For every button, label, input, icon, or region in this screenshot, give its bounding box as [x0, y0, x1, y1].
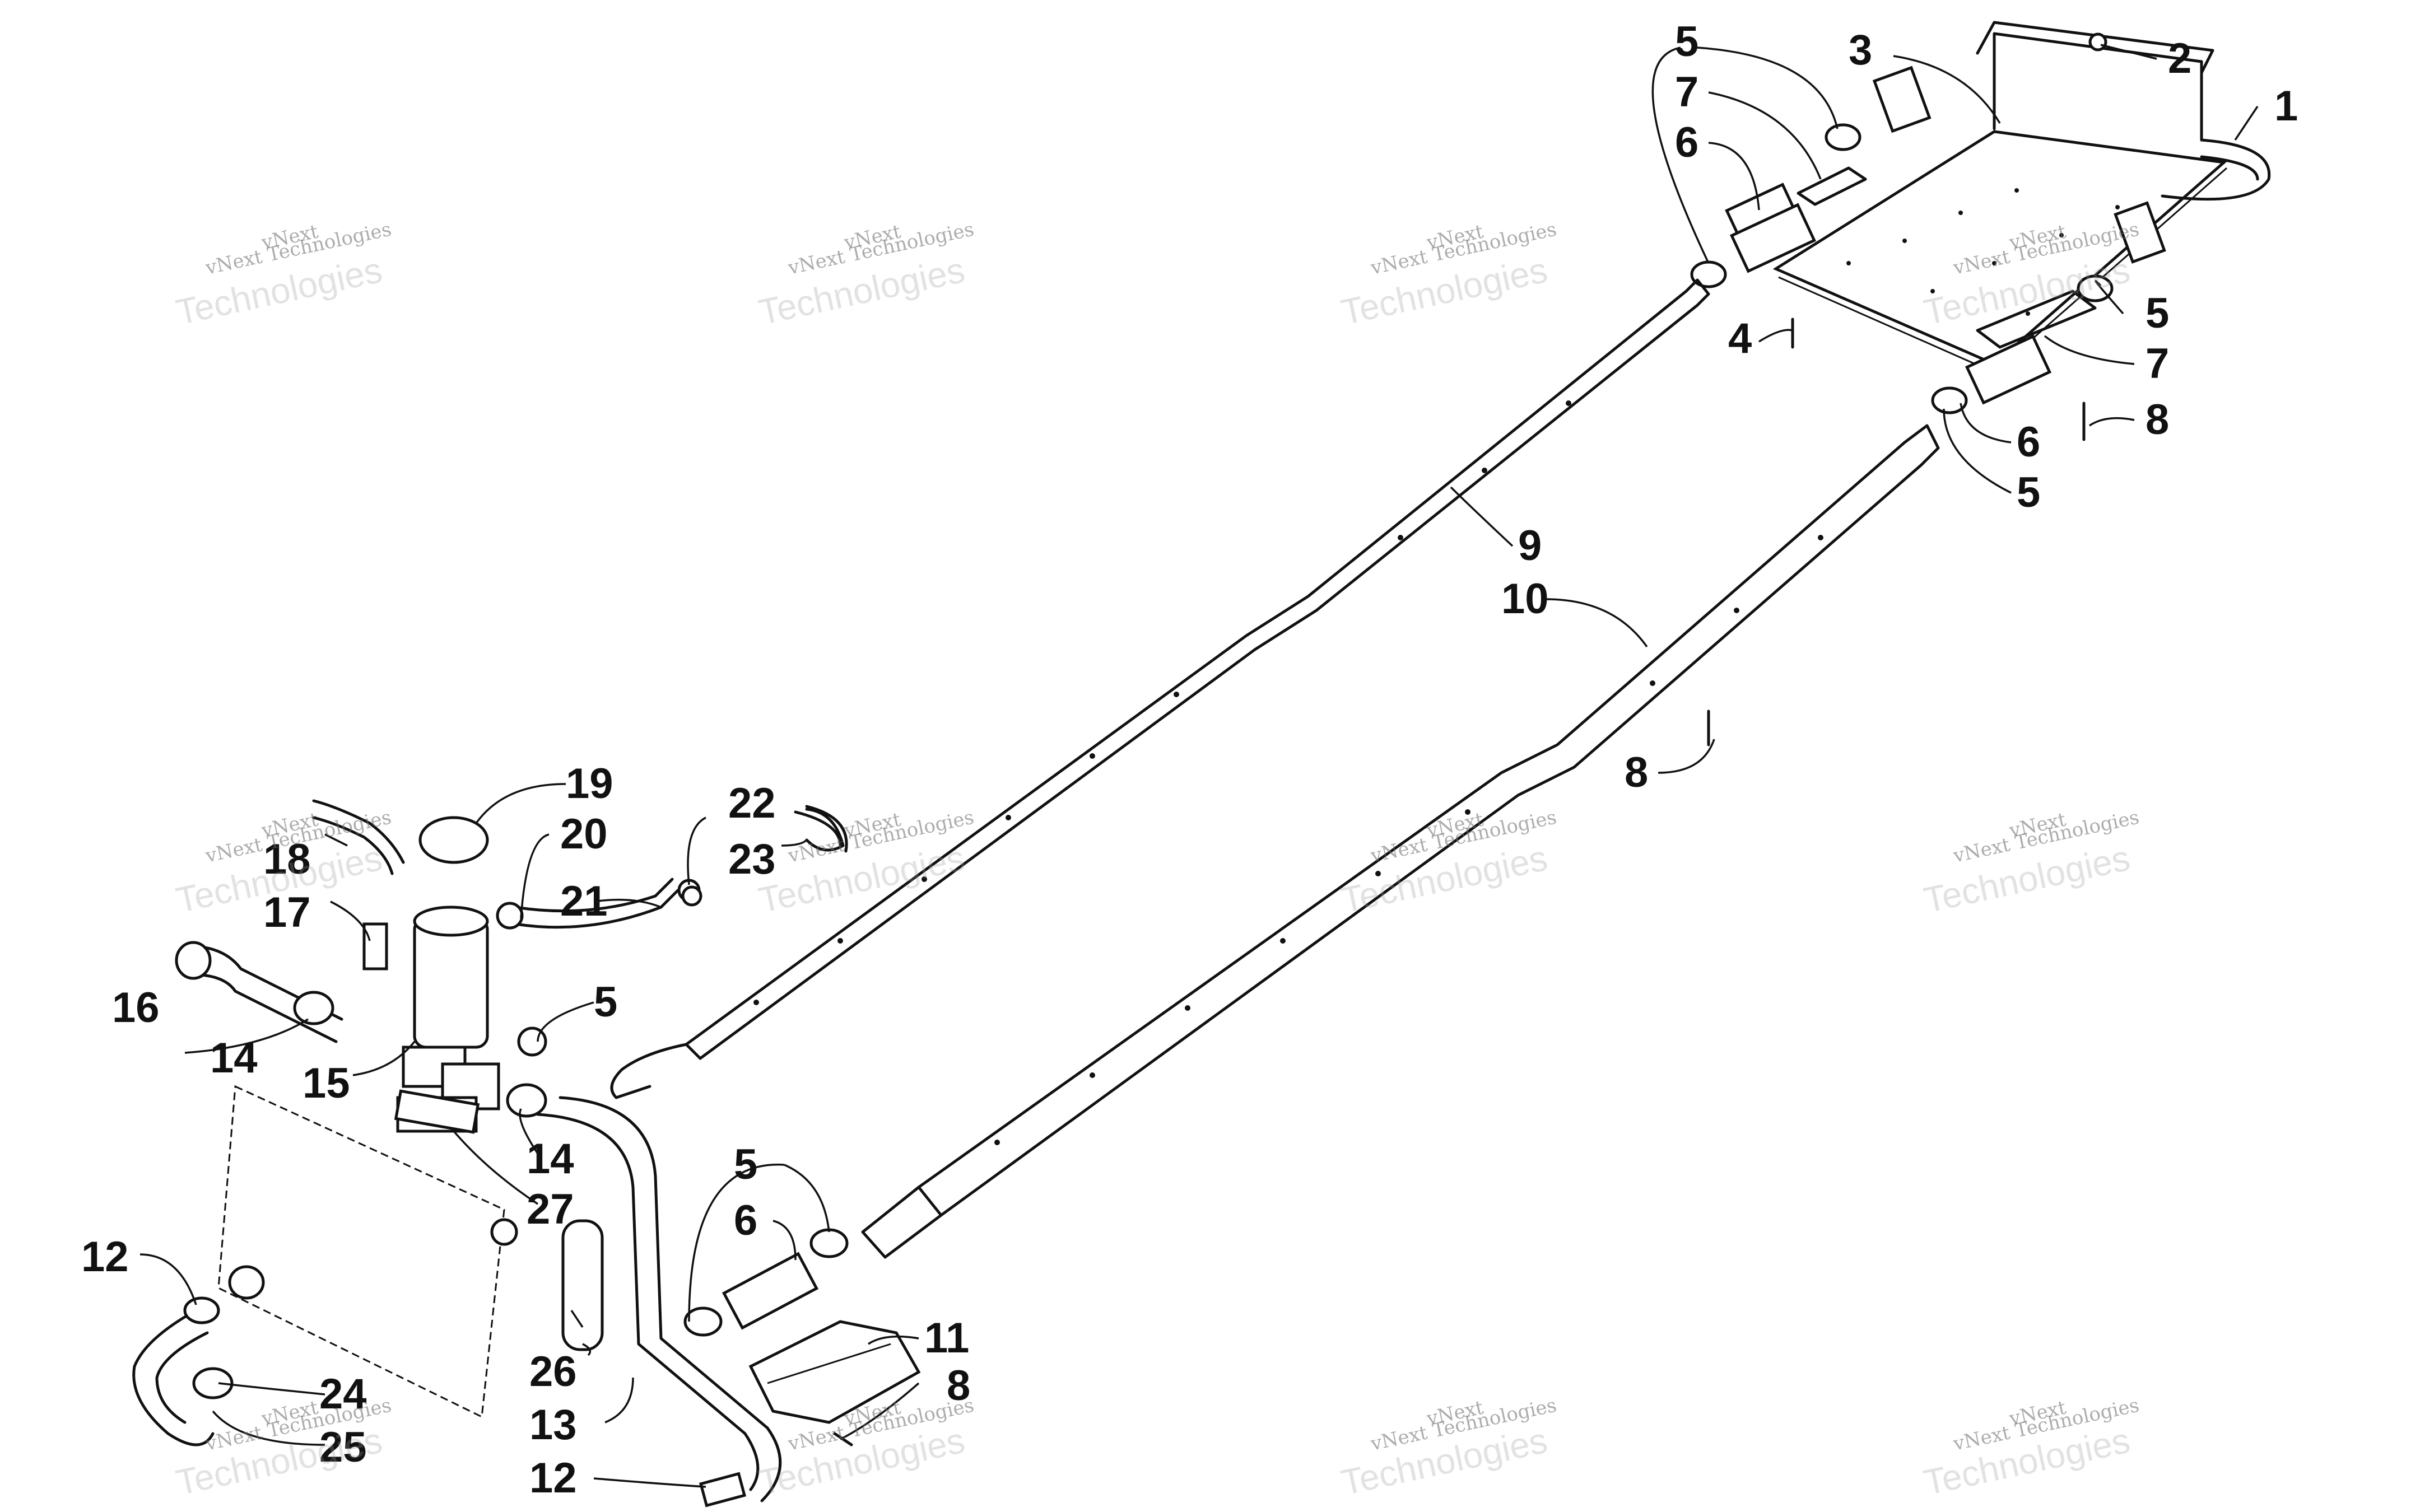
upper-right-hose-assembly [1931, 274, 2114, 441]
callout-3: 3 [1849, 26, 1872, 74]
callout-13: 13 [529, 1401, 577, 1449]
callout-18: 18 [263, 836, 311, 883]
callout-labels: 1 2 3 4 5 7 6 5 7 8 6 5 9 10 8 5 6 11 8 … [81, 18, 2298, 1502]
front-hose-13 [536, 1096, 782, 1508]
callout-7-upper-a: 7 [1675, 68, 1698, 116]
leader-lines [139, 44, 2259, 1488]
hose-clip-23 [805, 808, 845, 852]
callout-12-a: 12 [81, 1233, 129, 1281]
callout-12-b: 12 [529, 1454, 577, 1502]
callout-8-lower: 8 [947, 1362, 970, 1410]
callout-24: 24 [319, 1370, 367, 1418]
coolant-bottle-assembly [312, 799, 848, 1133]
watermarks: vNext Technologies Technologies vNext vN… [173, 218, 2141, 1502]
callout-5-upper-b: 5 [2146, 290, 2169, 337]
callout-19: 19 [566, 760, 613, 808]
hose-clamp-22 [681, 885, 702, 907]
lower-front-hose-assembly [683, 1228, 921, 1446]
callout-23: 23 [728, 836, 776, 883]
callout-14-b: 14 [527, 1135, 574, 1183]
callout-8-upper: 8 [2146, 396, 2169, 444]
callout-2: 2 [2168, 35, 2191, 82]
callout-6-lower: 6 [734, 1197, 757, 1244]
callout-5-bottle: 5 [594, 978, 617, 1026]
callout-10: 10 [1501, 575, 1549, 623]
callout-25: 25 [319, 1424, 367, 1471]
upper-left-hose-assembly [1690, 123, 1867, 349]
callout-9: 9 [1518, 522, 1542, 570]
radiator [217, 1085, 518, 1418]
callout-26: 26 [529, 1348, 577, 1396]
callout-11: 11 [924, 1314, 969, 1362]
heat-exchanger-tube-10 [861, 424, 1940, 1259]
heat-exchanger-tube-9 [610, 278, 1710, 1099]
callout-8-mid: 8 [1625, 749, 1648, 796]
callout-6-upper-b: 6 [2017, 418, 2040, 466]
callout-27: 27 [527, 1186, 574, 1233]
callout-7-upper-b: 7 [2146, 340, 2169, 388]
callout-1: 1 [2274, 82, 2298, 130]
callout-16: 16 [112, 984, 160, 1032]
rear-bumper-frame [1872, 21, 2271, 264]
callout-5-upper-c: 5 [2017, 469, 2040, 516]
lower-radiator-hose [132, 1296, 234, 1446]
callout-6-upper-a: 6 [1675, 119, 1698, 166]
callout-4: 4 [1728, 315, 1752, 362]
callout-5-lower-a: 5 [734, 1141, 757, 1188]
callout-22: 22 [728, 780, 776, 827]
callout-15: 15 [302, 1060, 350, 1107]
callout-5-upper-a: 5 [1675, 18, 1698, 66]
callout-20: 20 [560, 810, 608, 858]
callout-14-a: 14 [210, 1034, 258, 1082]
callout-17: 17 [263, 889, 311, 936]
callout-21: 21 [560, 878, 608, 925]
